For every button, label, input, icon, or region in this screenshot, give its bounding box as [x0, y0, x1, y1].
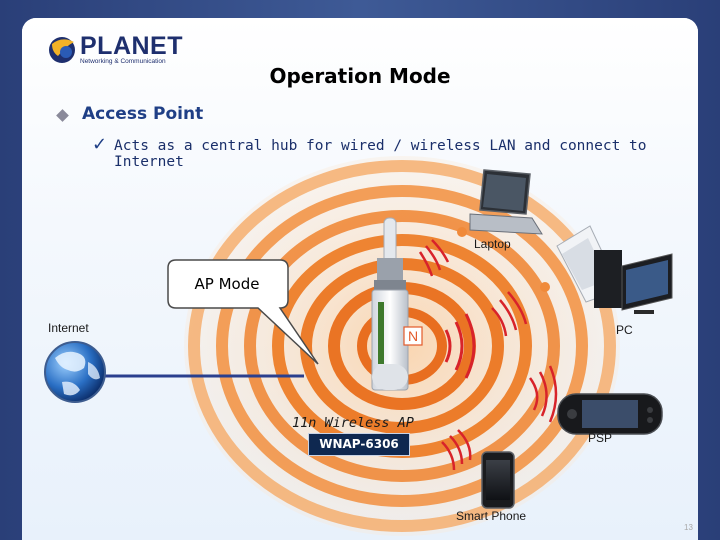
access-point-icon — [371, 217, 409, 391]
psp-label: PSP — [588, 431, 612, 445]
planet-logo-icon — [49, 37, 75, 63]
laptop-label: Laptop — [474, 237, 511, 251]
model-badge: WNAP-6306 — [308, 433, 410, 456]
bullet-heading: Access Point — [82, 104, 204, 124]
pc-wifi-badge — [540, 282, 550, 292]
logo-tagline: Networking & Communication — [80, 58, 166, 65]
slide: AP Mode Internet N — [22, 18, 698, 540]
psp-signal-icon — [528, 365, 558, 423]
device-label: 11n Wireless AP — [292, 415, 414, 431]
internet-label: Internet — [48, 321, 89, 335]
phone-signal-icon — [441, 429, 472, 471]
smart-phone-icon — [481, 451, 515, 509]
logo-name: PLANET — [80, 32, 183, 60]
page-title: Operation Mode — [269, 64, 451, 88]
psp-icon — [557, 393, 663, 435]
ap-signal-icon — [444, 313, 476, 379]
bullet-detail: Acts as a central hub for wired / wirele… — [114, 138, 647, 170]
laptop-signal-icon — [418, 239, 450, 277]
page-number: 13 — [684, 523, 693, 532]
pc-signal-icon — [491, 291, 528, 337]
ap-mode-callout: AP Mode — [167, 259, 319, 365]
smart-phone-label: Smart Phone — [456, 509, 526, 523]
n-badge: N — [403, 326, 423, 346]
pc-label: PC — [616, 323, 633, 337]
internet-globe-icon — [44, 341, 106, 403]
laptop-wifi-badge — [457, 227, 467, 237]
network-diagram: AP Mode Internet N — [44, 156, 673, 536]
checkmark-icon: ✓ — [92, 134, 108, 155]
laptop-icon — [469, 169, 543, 235]
pc-icon — [556, 225, 673, 314]
callout-label: AP Mode — [195, 275, 260, 293]
n-badge-label: N — [408, 328, 418, 344]
